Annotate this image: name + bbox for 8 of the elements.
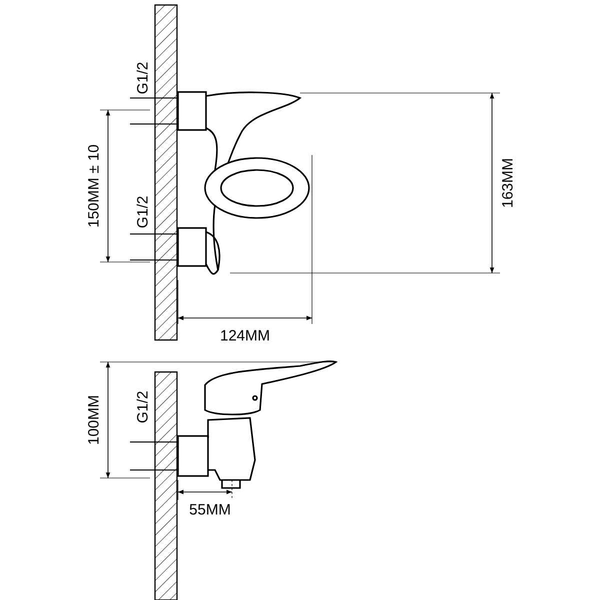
dimension-label: G1/2 [136,62,150,94]
dimension-label: 163MM [500,158,516,208]
dimension-label: G1/2 [136,390,150,424]
dimension-label: 100MM [86,394,102,446]
dimension-label: 55MM [189,502,231,518]
dimension-label: G1/2 [136,196,150,228]
dimension-label: 150MM ± 10 [86,144,102,228]
dimension-label: 124MM [220,328,270,344]
